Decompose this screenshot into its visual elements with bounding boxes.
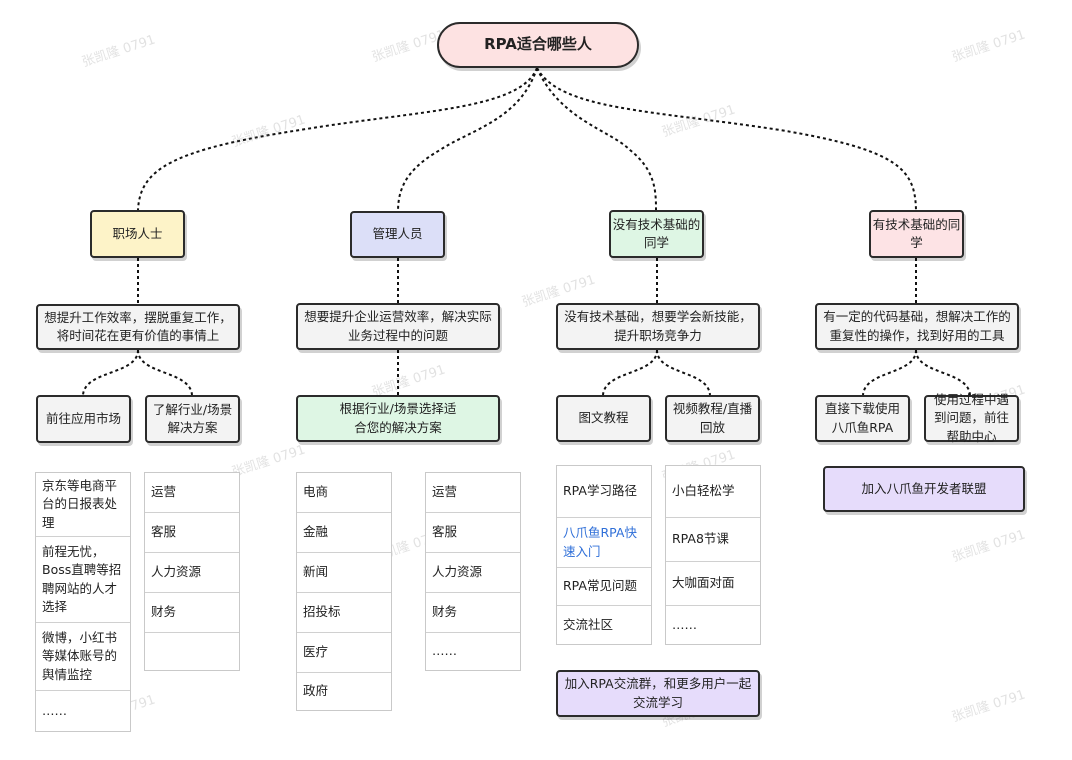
list-item[interactable]: …… (666, 606, 760, 644)
list-item[interactable]: 医疗 (297, 633, 391, 673)
list-item-text: 客服 (432, 524, 458, 540)
list-item-text: 运营 (151, 484, 177, 500)
button-label: 加入RPA交流群，和更多用户一起交流学习 (564, 676, 752, 710)
action-label: 使用过程中遇到问题，前往帮助中心 (933, 392, 1009, 444)
list-item[interactable]: 京东等电商平台的日报表处理 (36, 473, 130, 537)
action-label: 视频教程/直播回放 (672, 401, 753, 435)
list-item[interactable]: 前程无忧，Boss直聘等招聘网站的人才选择 (36, 537, 130, 623)
list-ecommerce-cases: 京东等电商平台的日报表处理 前程无忧，Boss直聘等招聘网站的人才选择 微博，小… (35, 472, 131, 732)
list-item-text: 财务 (151, 604, 177, 620)
list-item-text: 前程无忧，Boss直聘等招聘网站的人才选择 (42, 544, 122, 614)
list-item[interactable]: 小白轻松学 (666, 466, 760, 518)
list-item[interactable]: 运营 (426, 473, 520, 513)
action-app-market[interactable]: 前往应用市场 (36, 395, 131, 443)
action-download-rpa[interactable]: 直接下载使用八爪鱼RPA (815, 395, 910, 442)
list-item[interactable]: 微博，小红书等媒体账号的舆情监控 (36, 623, 130, 691)
list-item-text: 运营 (432, 484, 458, 500)
list-item-text: …… (42, 702, 67, 718)
list-item[interactable]: 大咖面对面 (666, 562, 760, 606)
list-item[interactable]: 客服 (145, 513, 239, 553)
list-item[interactable] (145, 633, 239, 670)
list-item-text: 医疗 (303, 644, 329, 660)
list-industries: 电商 金融 新闻 招投标 医疗 政府 (296, 472, 392, 711)
list-item-text: RPA8节课 (672, 531, 729, 547)
list-item-text: RPA学习路径 (563, 483, 637, 499)
list-item-text: 小白轻松学 (672, 483, 735, 499)
action-label: 了解行业/场景解决方案 (152, 401, 233, 435)
list-item-text: 客服 (151, 524, 177, 540)
need-text: 想要提升企业运营效率，解决实际业务过程中的问题 (304, 309, 492, 343)
list-departments-2: 运营 客服 人力资源 财务 …… (425, 472, 521, 671)
list-item-text: RPA常见问题 (563, 578, 637, 594)
list-item[interactable]: 金融 (297, 513, 391, 553)
need-managers[interactable]: 想要提升企业运营效率，解决实际业务过程中的问题 (296, 303, 500, 350)
category-no-tech-background[interactable]: 没有技术基础的同学 (609, 210, 704, 258)
action-video-tutorials[interactable]: 视频教程/直播回放 (665, 395, 760, 442)
list-item-text: 金融 (303, 524, 329, 540)
need-tech-background[interactable]: 有一定的代码基础，想解决工作的重复性的操作，找到好用的工具 (815, 303, 1019, 350)
category-title: 没有技术基础的同学 (612, 216, 701, 250)
action-choose-solution[interactable]: 根据行业/场景选择适合您的解决方案 (296, 395, 500, 442)
list-video-tutorials: 小白轻松学 RPA8节课 大咖面对面 …… (665, 465, 761, 645)
list-item[interactable]: 财务 (145, 593, 239, 633)
list-item[interactable]: 运营 (145, 473, 239, 513)
list-item[interactable]: …… (426, 633, 520, 670)
root-node[interactable]: RPA适合哪些人 (437, 22, 639, 68)
action-help-center[interactable]: 使用过程中遇到问题，前往帮助中心 (924, 392, 1019, 444)
join-developer-alliance-button[interactable]: 加入八爪鱼开发者联盟 (823, 466, 1025, 512)
list-item[interactable]: 电商 (297, 473, 391, 513)
action-label: 前往应用市场 (45, 410, 121, 426)
button-label: 加入八爪鱼开发者联盟 (861, 480, 987, 496)
list-item[interactable]: 人力资源 (426, 553, 520, 593)
need-professionals[interactable]: 想提升工作效率，摆脱重复工作，将时间花在更有价值的事情上 (36, 304, 240, 350)
need-text: 有一定的代码基础，想解决工作的重复性的操作，找到好用的工具 (823, 309, 1011, 343)
list-item[interactable]: RPA学习路径 (557, 466, 651, 518)
list-item-text: 八爪鱼RPA快速入门 (563, 525, 637, 559)
category-managers[interactable]: 管理人员 (350, 211, 445, 258)
list-item[interactable]: 财务 (426, 593, 520, 633)
list-item[interactable]: 政府 (297, 673, 391, 710)
need-text: 没有技术基础，想要学会新技能，提升职场竞争力 (564, 309, 752, 343)
list-item-text: 电商 (303, 484, 329, 500)
action-industry-solutions[interactable]: 了解行业/场景解决方案 (145, 395, 240, 443)
need-no-tech-background[interactable]: 没有技术基础，想要学会新技能，提升职场竞争力 (556, 303, 760, 350)
list-item-text: 新闻 (303, 564, 329, 580)
list-departments-1: 运营 客服 人力资源 财务 (144, 472, 240, 671)
list-item-text: 大咖面对面 (672, 575, 735, 591)
list-item-text: …… (432, 643, 457, 659)
list-item-text: 人力资源 (151, 564, 202, 580)
list-item[interactable]: RPA8节课 (666, 518, 760, 562)
join-rpa-group-button[interactable]: 加入RPA交流群，和更多用户一起交流学习 (556, 670, 760, 717)
root-title: RPA适合哪些人 (484, 35, 592, 54)
list-item[interactable]: 招投标 (297, 593, 391, 633)
category-title: 职场人士 (112, 225, 163, 241)
list-item-text: 招投标 (303, 604, 341, 620)
list-item-text: …… (672, 616, 697, 632)
list-item-text: 政府 (303, 683, 329, 699)
category-tech-background[interactable]: 有技术基础的同学 (869, 210, 964, 258)
category-professionals[interactable]: 职场人士 (90, 210, 185, 258)
list-item-text: 京东等电商平台的日报表处理 (42, 478, 118, 530)
list-item[interactable]: RPA常见问题 (557, 568, 651, 606)
list-item[interactable]: 人力资源 (145, 553, 239, 593)
category-title: 管理人员 (372, 226, 423, 242)
list-item[interactable]: 新闻 (297, 553, 391, 593)
need-text: 想提升工作效率，摆脱重复工作，将时间花在更有价值的事情上 (44, 309, 232, 343)
action-label: 直接下载使用八爪鱼RPA (824, 401, 900, 435)
list-item[interactable]: 交流社区 (557, 606, 651, 644)
list-item-text: 交流社区 (563, 616, 614, 632)
list-item[interactable]: 客服 (426, 513, 520, 553)
quick-start-link[interactable]: 八爪鱼RPA快速入门 (557, 518, 651, 568)
category-title: 有技术基础的同学 (872, 216, 961, 250)
list-item-text: 微博，小红书等媒体账号的舆情监控 (42, 630, 118, 682)
list-item-text: 财务 (432, 604, 458, 620)
action-label: 图文教程 (578, 410, 629, 426)
action-text-tutorials[interactable]: 图文教程 (556, 395, 651, 442)
list-item-text: 人力资源 (432, 564, 483, 580)
action-label: 根据行业/场景选择适合您的解决方案 (339, 401, 457, 435)
list-text-tutorials: RPA学习路径 八爪鱼RPA快速入门 RPA常见问题 交流社区 (556, 465, 652, 645)
list-item[interactable]: …… (36, 691, 130, 731)
